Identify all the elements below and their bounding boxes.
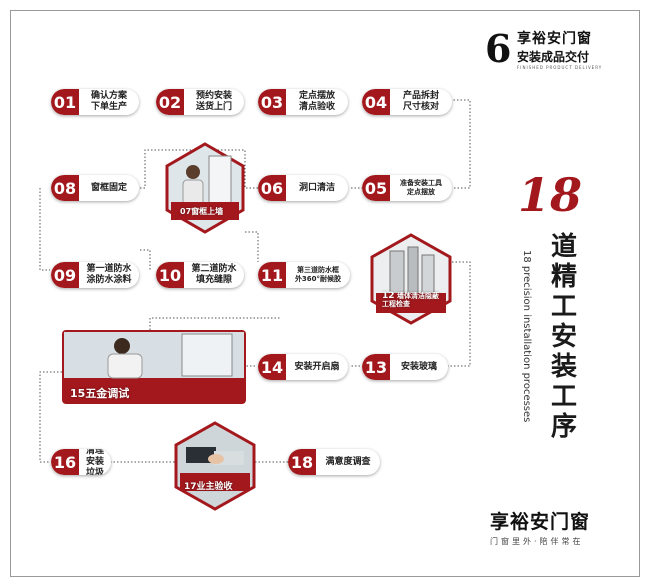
step-07-caption: 07窗框上墙 [180, 206, 223, 217]
step-number: 03 [258, 89, 286, 115]
step-number: 11 [258, 262, 286, 288]
step-number: 10 [156, 262, 184, 288]
brand-logo-top: 6 享裕安门窗 安装成品交付 FINISHED PRODUCT DELIVERY [485, 26, 603, 71]
step-label: 第一道防水 涂防水涂料 [86, 264, 132, 285]
step-13: 13 安装玻璃 [362, 354, 448, 380]
step-number: 18 [288, 449, 316, 475]
step-03: 03 定点摆放 清点验收 [258, 89, 348, 115]
step-number: 13 [362, 354, 390, 380]
step-number: 06 [258, 175, 286, 201]
step-04: 04 产品拆封 尺寸核对 [362, 89, 452, 115]
step-12-caption: 12 墙体清洁隐蔽 工程检查 [382, 291, 439, 309]
step-06: 06 洞口清洁 [258, 175, 348, 201]
step-number: 17 [184, 482, 197, 492]
step-label: 洞口清洁 [298, 182, 335, 193]
step-number: 08 [51, 175, 79, 201]
brand-footer-slogan: 门窗里外·陪伴常在 [490, 537, 584, 546]
step-number: 15 [70, 387, 86, 400]
step-number: 05 [362, 175, 390, 201]
step-label: 墙体清洁隐蔽 工程检查 [382, 292, 439, 308]
step-17-photo [174, 421, 256, 511]
step-label: 窗框上墙 [191, 207, 224, 216]
step-number: 01 [51, 89, 79, 115]
step-number: 04 [362, 89, 390, 115]
step-number: 16 [51, 449, 79, 475]
step-09: 09 第一道防水 涂防水涂料 [51, 262, 139, 288]
step-01: 01 确认方案 下单生产 [51, 89, 139, 115]
step-label: 满意度调查 [325, 456, 371, 467]
step-12-photo [370, 233, 452, 325]
headline-number: 18 [518, 168, 583, 222]
step-label: 第二道防水 填充缝隙 [191, 264, 237, 285]
step-label: 定点摆放 清点验收 [298, 91, 335, 112]
step-17-caption: 17业主验收 [184, 479, 233, 492]
step-14: 14 安装开启扇 [258, 354, 348, 380]
brand-name: 享裕安门窗 [517, 31, 592, 47]
step-10: 10 第二道防水 填充缝隙 [156, 262, 244, 288]
step-label: 确认方案 下单生产 [90, 91, 127, 112]
step-label: 业主验收 [196, 482, 233, 492]
step-02: 02 预约安装 送货上门 [156, 89, 244, 115]
step-16: 16 清理 安装垃圾 [51, 449, 111, 475]
brand-logo-icon: 6 [485, 26, 512, 71]
brand-footer: 享裕安门窗 门窗里外·陪伴常在 [490, 507, 590, 547]
step-15-caption: 15五金调试 [70, 385, 129, 401]
step-label: 清理 安装垃圾 [85, 449, 104, 475]
step-11: 11 第三道防水框 外360°耐候胶 [258, 262, 350, 288]
step-label: 五金调试 [85, 387, 130, 400]
step-label: 安装玻璃 [400, 361, 437, 372]
step-15-photo [62, 330, 246, 404]
brand-tagline-en: FINISHED PRODUCT DELIVERY [517, 65, 603, 70]
step-05: 05 准备安装工具 定点摆放 [362, 175, 452, 201]
step-label: 预约安装 送货上门 [195, 91, 232, 112]
step-number: 14 [258, 354, 286, 380]
step-number: 12 [382, 291, 395, 301]
headline-title: 道精工安装工序 [550, 232, 577, 442]
step-18: 18 满意度调查 [288, 449, 380, 475]
brand-tagline: 安装成品交付 [517, 50, 590, 64]
step-07-photo [165, 142, 245, 234]
step-label: 产品拆封 尺寸核对 [402, 91, 439, 112]
step-number: 02 [156, 89, 184, 115]
headline-subtitle: 18 precision installation processes [521, 250, 532, 422]
step-label: 第三道防水框 外360°耐候胶 [294, 266, 342, 283]
step-label: 准备安装工具 定点摆放 [400, 179, 442, 196]
step-number: 07 [180, 207, 192, 216]
brand-footer-name: 享裕安门窗 [490, 511, 591, 533]
step-08: 08 窗框固定 [51, 175, 139, 201]
step-label: 窗框固定 [90, 182, 127, 193]
step-number: 09 [51, 262, 79, 288]
step-label: 安装开启扇 [294, 361, 340, 372]
